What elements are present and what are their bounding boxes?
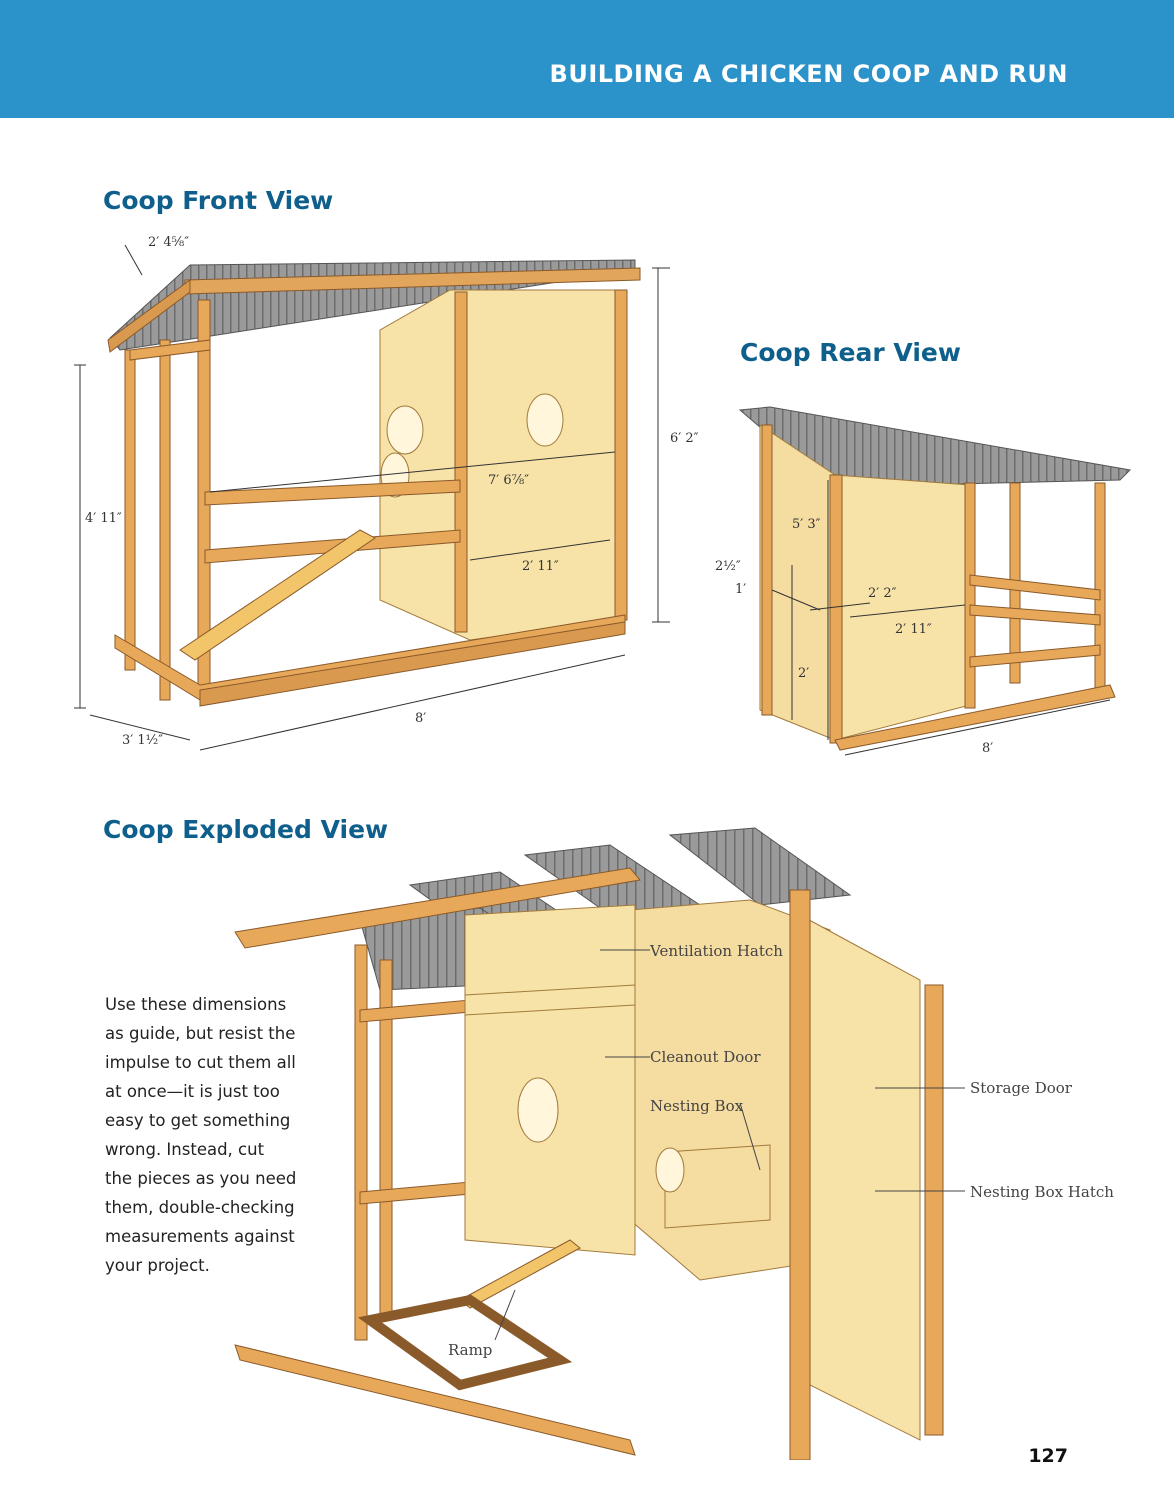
label-cleanout-door: Cleanout Door <box>650 1048 761 1066</box>
rear-dim-hatch-width: 2′ 2″ <box>868 586 897 601</box>
header-banner: BUILDING A CHICKEN COOP AND RUN <box>0 0 1174 118</box>
front-ramp <box>179 529 376 661</box>
label-nesting-box-hatch: Nesting Box Hatch <box>970 1183 1114 1201</box>
exploded-side-wall <box>799 914 921 1441</box>
chapter-title: BUILDING A CHICKEN COOP AND RUN <box>549 60 1068 88</box>
exploded-base-board <box>234 1344 636 1456</box>
front-coop-wall <box>379 289 621 641</box>
front-dim-roof-overhang: 2′ 4⁵⁄₈″ <box>148 235 189 250</box>
label-storage-door: Storage Door <box>970 1079 1073 1097</box>
rear-dim-hatch-height: 1′ <box>735 582 746 597</box>
label-ventilation-hatch: Ventilation Hatch <box>649 942 783 960</box>
front-view-drawing: 2′ 4⁵⁄₈″ 6′ 2″ 7′ 6⁷⁄₈″ 4′ 11″ 2′ 11″ 8′… <box>74 235 699 751</box>
exploded-front-panel <box>464 904 636 1256</box>
exploded-nesting-box <box>664 1144 771 1229</box>
rear-dim-gap: 2¹⁄₂″ <box>715 559 741 574</box>
rear-view-drawing: 5′ 3″ 2¹⁄₂″ 1′ 2′ 2″ 2′ 11″ 2′ 8′ <box>715 406 1132 756</box>
rear-dim-coop-depth: 2′ 11″ <box>895 622 932 637</box>
rear-view-title: Coop Rear View <box>740 338 961 367</box>
label-ramp: Ramp <box>448 1341 492 1359</box>
rear-base-frame <box>834 684 1116 751</box>
page-number: 127 <box>1028 1445 1068 1467</box>
rear-end-wall <box>834 474 971 741</box>
front-dim-front-height: 4′ 11″ <box>85 511 122 526</box>
exploded-view-title: Coop Exploded View <box>103 815 389 844</box>
rear-dim-floor-height: 2′ <box>798 666 809 681</box>
body-paragraph: Use these dimensions as guide, but resis… <box>105 995 297 1275</box>
exploded-ramp <box>459 1239 581 1309</box>
label-nesting-box: Nesting Box <box>650 1097 744 1115</box>
front-dim-width: 7′ 6⁷⁄₈″ <box>488 473 529 488</box>
rear-dim-wall-height: 5′ 3″ <box>792 517 821 532</box>
front-dim-coop-depth: 2′ 11″ <box>522 559 559 574</box>
front-view-title: Coop Front View <box>103 186 334 215</box>
exploded-fascia <box>234 867 641 949</box>
rear-dim-length: 8′ <box>982 741 993 756</box>
exploded-view-drawing: Ventilation Hatch Cleanout Door Nesting … <box>234 827 1114 1460</box>
front-dim-length: 8′ <box>415 711 426 726</box>
front-dim-base-depth: 3′ 1¹⁄₂″ <box>122 733 163 748</box>
front-dim-height: 6′ 2″ <box>670 431 699 446</box>
